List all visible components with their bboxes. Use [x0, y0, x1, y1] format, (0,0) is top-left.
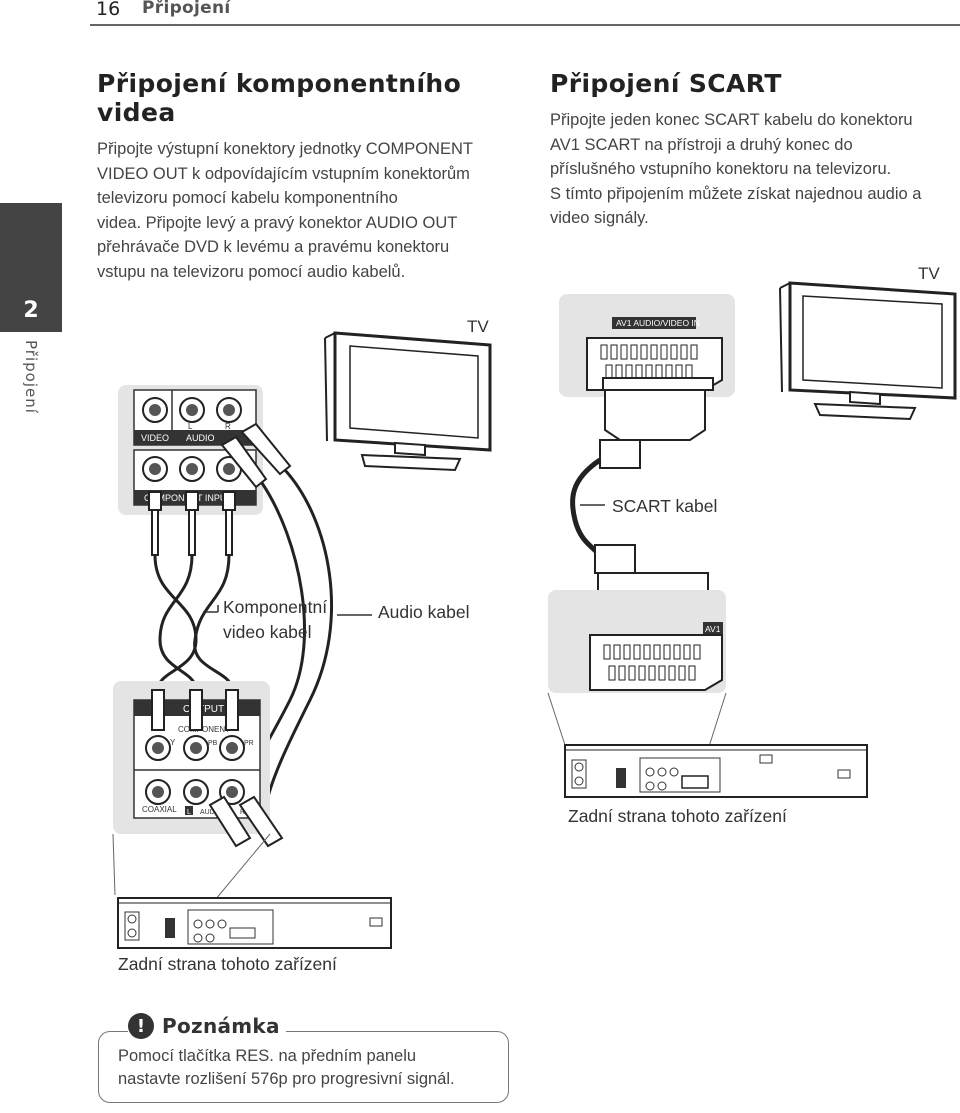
component-text-line: televizoru pomocí kabelu komponentního — [97, 189, 398, 207]
note-line: nastavte rozlišení 576p pro progresivní … — [118, 1070, 455, 1088]
unit-audio-label: AUDIO — [200, 809, 223, 816]
unit-audio-r-label: R — [240, 809, 245, 816]
component-rear-label: Zadní strana tohoto zařízení — [118, 954, 337, 974]
tv-scart-panel — [559, 294, 735, 397]
component-tv-illustration — [324, 331, 492, 472]
section-title: Připojení — [142, 0, 231, 18]
scart-text-line: Připojte jeden konec SCART kabelu do kon… — [550, 111, 913, 129]
unit-audio-l-label: L — [187, 809, 191, 816]
unit-coaxial-label: COAXIAL — [142, 805, 177, 814]
component-plugs-bottom — [151, 689, 284, 848]
header-rule — [90, 24, 960, 26]
unit-output-label: OUTPUT — [183, 704, 224, 715]
scart-cable — [570, 457, 602, 557]
note-text: Pomocí tlačítka RES. na předním panelu n… — [118, 1045, 498, 1091]
scart-text-line: S tímto připojením můžete získat najedno… — [550, 184, 922, 203]
unit-y-label: Y — [170, 738, 176, 747]
component-tv-label: TV — [467, 317, 489, 336]
component-section: Připojení komponentního videa Připojte v… — [97, 69, 527, 284]
tv-audio-r-label: R — [225, 422, 231, 431]
audio-cable-label: Audio kabel — [378, 602, 469, 622]
note-header: ! Poznámka — [128, 1012, 286, 1040]
scart-tv-label: TV — [918, 264, 940, 283]
tv-audio-l-label: L — [188, 422, 193, 431]
component-zoom-line — [112, 833, 116, 896]
scart-text-line: video signály. — [550, 209, 649, 227]
tv-scart-connector-label: AV1 AUDIO/VIDEO IN — [616, 318, 700, 328]
scart-section: Připojení SCART Připojte jeden konec SCA… — [550, 69, 955, 231]
unit-pr-label: PR — [244, 740, 254, 747]
component-unit-rear — [117, 897, 392, 949]
chapter-label: Připojení — [22, 340, 40, 414]
component-text-line: přehrávače DVD k levému a pravému konekt… — [97, 238, 450, 256]
scart-heading: Připojení SCART — [550, 69, 782, 98]
tv-input-panel — [118, 385, 263, 515]
unit-scart-panel — [548, 590, 726, 693]
component-text-line: videa. Připojte levý a pravý konektor AU… — [97, 213, 458, 232]
scart-cable-label: SCART kabel — [612, 496, 717, 516]
scart-zoom-line — [547, 692, 566, 746]
component-text-line: vstupu na televizoru pomocí audio kabelů… — [97, 262, 406, 281]
chapter-number: 2 — [23, 298, 39, 323]
page-number: 16 — [96, 0, 121, 20]
scart-rear-label: Zadní strana tohoto zařízení — [568, 806, 787, 826]
scart-unit-rear — [564, 744, 868, 798]
component-cable-label-1: Komponentní — [223, 597, 327, 617]
component-heading: Připojení komponentního videa — [97, 69, 462, 127]
scart-plug-top — [599, 377, 714, 469]
unit-pb-label: PB — [208, 740, 218, 747]
tv-audio-label: AUDIO — [186, 433, 215, 443]
component-cable-label-2: video kabel — [223, 622, 312, 642]
scart-text-line: AV1 SCART na přístroji a druhý konec do — [550, 135, 853, 154]
unit-scart-connector-label: AV1 — [705, 624, 721, 634]
component-video-cable — [153, 554, 234, 691]
scart-text-line: příslušného vstupního konektoru na telev… — [550, 160, 892, 178]
scart-tv-illustration — [779, 281, 957, 421]
note-title: Poznámka — [162, 1014, 280, 1038]
tv-video-label: VIDEO — [141, 433, 169, 443]
component-text-line: Připojte výstupní konektory jednotky COM… — [97, 140, 473, 158]
component-text-line: VIDEO OUT k odpovídajícím vstupním konek… — [97, 164, 470, 183]
unit-component-label: COMPONENT — [178, 725, 230, 734]
chapter-tab — [0, 203, 62, 332]
exclamation-icon: ! — [128, 1013, 154, 1039]
note-line: Pomocí tlačítka RES. na předním panelu — [118, 1047, 417, 1065]
note-box — [98, 1031, 509, 1103]
